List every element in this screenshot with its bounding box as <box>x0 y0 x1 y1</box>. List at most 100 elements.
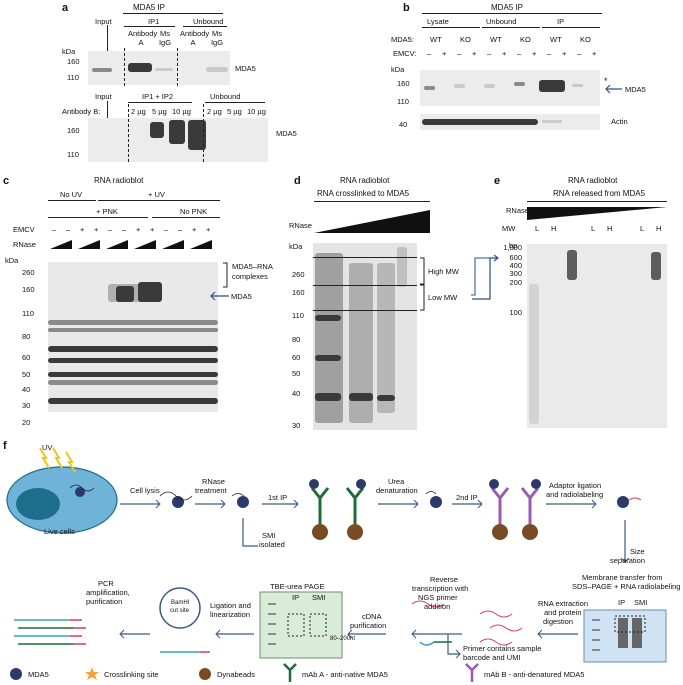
f-legend-mabB: mAb B - anti-denatured MDA5 <box>484 670 585 679</box>
a-msigg2-l2: IgG <box>210 38 224 47</box>
b-geno-4: KO <box>520 35 531 44</box>
panel-label-d: d <box>294 175 301 187</box>
a-antibodyB: Antibody B: <box>62 107 101 116</box>
c-protein: MDA5 <box>231 292 252 301</box>
b-mda5-label: MDA5: <box>391 35 414 44</box>
a-antibodyA2-l2: A <box>190 38 196 47</box>
d-marker: 30 <box>292 421 301 430</box>
a-protein2: MDA5 <box>276 129 297 138</box>
e-marker: 100 <box>509 308 522 317</box>
a-m110: 110 <box>67 73 79 82</box>
d-title-1: RNA radioblot <box>340 176 390 185</box>
a-antibodyA-l2: A <box>138 38 144 47</box>
e-lane-label: L <box>535 224 540 233</box>
c-emcv-sign: + <box>206 225 211 234</box>
c-emcv-sign: – <box>164 225 169 234</box>
b-ip: IP <box>557 17 565 26</box>
f-pcr-3: purification <box>86 597 123 606</box>
c-marker: 80 <box>22 332 31 341</box>
f-reverse-4: addition <box>424 602 451 611</box>
b-lysate: Lysate <box>427 17 449 26</box>
f-reverse-2: transcription with <box>412 584 469 593</box>
d-marker: 60 <box>292 353 301 362</box>
f-legend-mabA: mAb A - anti-native MDA5 <box>302 670 388 679</box>
c-pluspnk: + PNK <box>96 207 118 216</box>
c-emcv: EMCV <box>13 225 35 234</box>
f-ip: IP <box>618 598 626 607</box>
c-marker: 20 <box>22 418 31 427</box>
e-title-2: RNA released from MDA5 <box>553 189 646 198</box>
a-unbound2-label: Unbound <box>210 92 241 101</box>
f-ip2: IP <box>292 593 300 602</box>
c-plusuv: + UV <box>148 190 165 199</box>
d-high: High MW <box>428 267 459 276</box>
panel-label-a: a <box>62 2 69 14</box>
c-rnase-gradient <box>78 240 100 249</box>
f-rnase-2: treatment <box>195 486 227 495</box>
c-rnase-gradient <box>50 240 72 249</box>
c-marker: 260 <box>22 268 35 277</box>
b-geno-2: KO <box>460 35 471 44</box>
a-blot-bottom <box>88 118 268 162</box>
b-title: MDA5 IP <box>491 3 524 12</box>
d-marker: 110 <box>292 311 304 320</box>
f-smi: SMI <box>634 598 648 607</box>
f-legend-crosslink: Crosslinking site <box>104 670 159 679</box>
f-smi-2: isolated <box>259 540 285 549</box>
c-nopnk: No PNK <box>180 207 208 216</box>
b-protein: MDA5 <box>625 85 646 94</box>
b-m160: 160 <box>397 79 410 88</box>
f-first-ip: 1st IP <box>268 493 288 502</box>
b-emcv-sign: + <box>442 49 447 58</box>
c-nouv: No UV <box>60 190 83 199</box>
c-rnase: RNase <box>13 240 36 249</box>
c-marker: 160 <box>22 285 35 294</box>
b-emcv-sign: – <box>517 49 522 58</box>
a-ip1-label: IP1 <box>148 17 160 26</box>
c-emcv-sign: – <box>122 225 127 234</box>
a-protein: MDA5 <box>235 64 256 73</box>
f-pcr-1: PCR <box>98 579 114 588</box>
b-emcv-sign: – <box>577 49 582 58</box>
a-dose-1: 2 µg <box>131 107 146 116</box>
b-kda: kDa <box>391 65 405 74</box>
e-marker: 600 <box>509 253 522 262</box>
e-lane-label: L <box>591 224 596 233</box>
d-low: Low MW <box>428 293 458 302</box>
c-rnase-gradient <box>134 240 156 249</box>
f-tbe: TBE-urea PAGE <box>270 582 325 591</box>
a-title: MDA5 IP <box>133 3 166 12</box>
panel-label-c: c <box>3 175 10 187</box>
a-antibodyA2-l1: Antibody <box>180 29 210 38</box>
panel-label-e: e <box>494 175 501 187</box>
a-dose-2: 5 µg <box>152 107 167 116</box>
f-cell-lysis: Cell lysis <box>130 486 160 495</box>
b-emcv-sign: + <box>592 49 597 58</box>
d-marker: 40 <box>292 389 301 398</box>
f-adaptor-2: and radiolabeling <box>546 490 604 499</box>
f-size-2: separation <box>610 556 646 565</box>
b-emcv-sign: – <box>487 49 492 58</box>
f-primer-2: barcode and UMI <box>463 653 521 662</box>
a-m110b: 110 <box>67 150 79 159</box>
c-emcv-sign: + <box>80 225 85 234</box>
e-lane-label: L <box>640 224 645 233</box>
d-rnase: RNase <box>289 221 312 230</box>
f-smi3: SMI <box>312 593 326 602</box>
b-emcv-sign: + <box>532 49 537 58</box>
e-bp: bp <box>509 241 518 250</box>
b-emcv-label: EMCV: <box>393 49 417 58</box>
f-cdna-2: purification <box>350 621 387 630</box>
panel-label-b: b <box>403 2 410 14</box>
c-marker: 110 <box>22 309 34 318</box>
e-title-1: RNA radioblot <box>568 176 618 185</box>
f-bamhi-2: cut site <box>170 608 190 614</box>
f-uv: UV <box>42 443 53 452</box>
d-blot <box>313 243 417 430</box>
c-rnase-gradient <box>162 240 184 249</box>
f-range: 80–200nt <box>330 636 356 642</box>
b-geno-3: WT <box>490 35 502 44</box>
f-legend-dynabeads: Dynabeads <box>217 670 255 679</box>
a-ip12-label: IP1 + IP2 <box>142 92 174 101</box>
f-rnaext-1: RNA extraction <box>538 599 589 608</box>
